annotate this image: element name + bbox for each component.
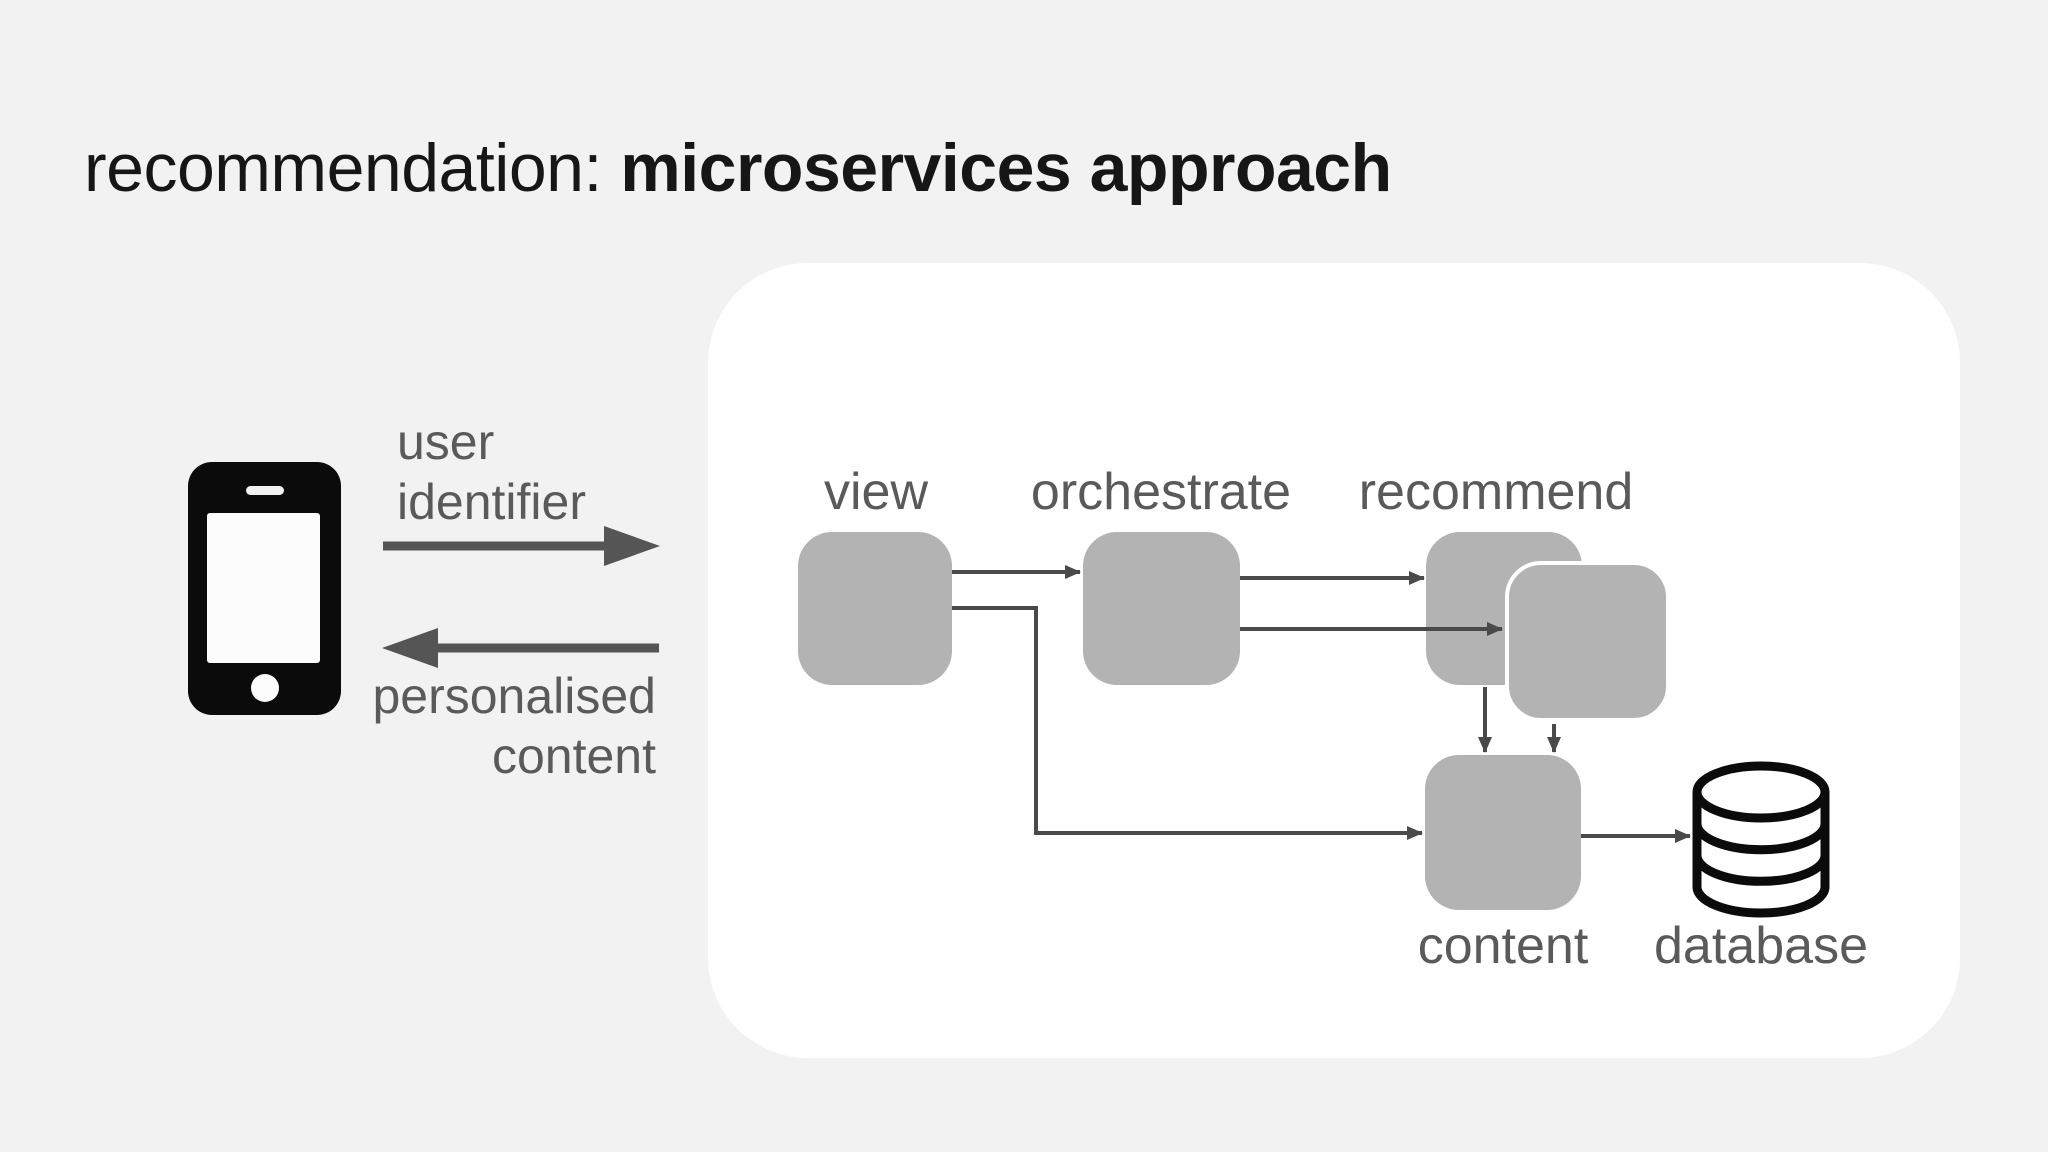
phone-speaker bbox=[245, 486, 284, 495]
arrow-right-icon bbox=[383, 526, 660, 566]
page-title: recommendation: microservices approach bbox=[84, 130, 1392, 206]
title-prefix: recommendation: bbox=[84, 130, 621, 206]
arrow-left-icon bbox=[382, 628, 659, 668]
node-label-database: database bbox=[1654, 917, 1868, 975]
smartphone-icon bbox=[188, 462, 341, 715]
phone-home-button bbox=[250, 674, 279, 702]
title-emphasis: microservices approach bbox=[620, 130, 1392, 206]
node-label-view: view bbox=[823, 463, 929, 521]
service-box-recommend-replica bbox=[1505, 561, 1670, 722]
response-label: personalised content bbox=[296, 666, 656, 786]
response-label-line1: personalised bbox=[372, 668, 656, 724]
service-box-content bbox=[1425, 755, 1581, 910]
phone-screen bbox=[207, 513, 320, 663]
response-label-line2: content bbox=[491, 728, 656, 784]
node-label-orchestrate: orchestrate bbox=[1030, 463, 1292, 521]
service-box-orchestrate bbox=[1083, 532, 1240, 685]
request-label-line1: user bbox=[397, 414, 495, 470]
request-label-line2: identifier bbox=[397, 474, 586, 530]
request-label: user identifier bbox=[397, 412, 586, 532]
service-box-view bbox=[798, 532, 952, 685]
node-label-content: content bbox=[1417, 917, 1589, 975]
node-label-recommend: recommend bbox=[1358, 463, 1634, 521]
